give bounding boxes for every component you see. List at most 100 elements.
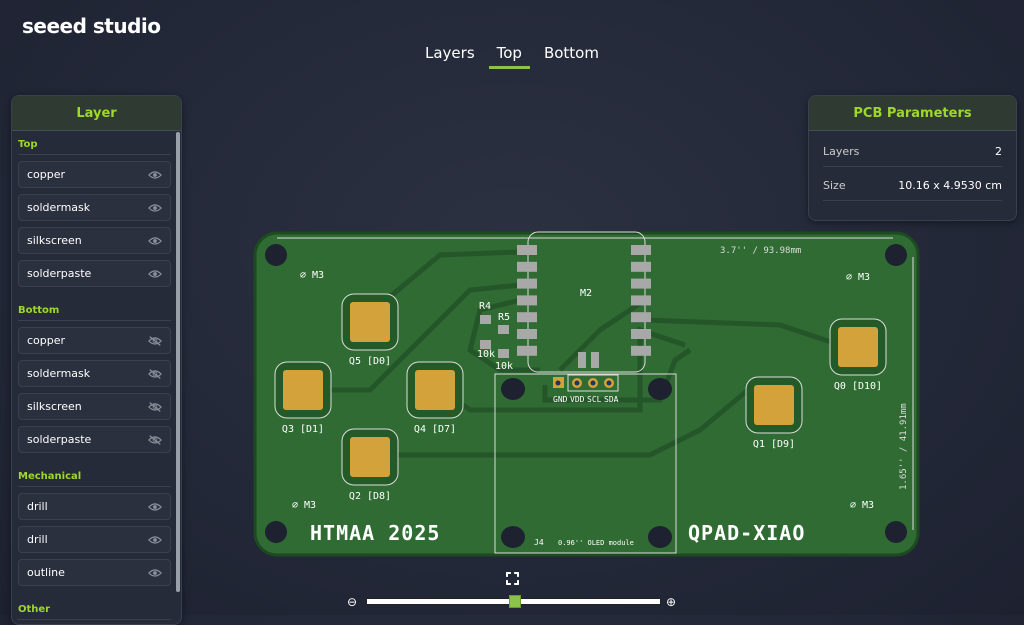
eye-icon[interactable] bbox=[148, 170, 162, 180]
pin-label: SCL bbox=[587, 395, 602, 404]
switch-pad bbox=[283, 370, 323, 410]
layer-item-label: silkscreen bbox=[27, 400, 82, 413]
layer-item-silkscreen[interactable]: silkscreen bbox=[18, 227, 171, 254]
layer-item-copper[interactable]: copper bbox=[18, 327, 171, 354]
layer-scrollbar[interactable] bbox=[176, 132, 180, 592]
switch-label: Q1 [D9] bbox=[753, 439, 795, 450]
module-pad bbox=[631, 295, 651, 306]
module-pad bbox=[517, 278, 537, 289]
param-value: 2 bbox=[995, 145, 1002, 158]
height-dimension: 1.65'' / 41.91mm bbox=[899, 403, 909, 490]
eye-off-icon[interactable] bbox=[148, 335, 162, 346]
pcb-view[interactable]: ⌀ M3 ⌀ M3 ⌀ M3 ⌀ M3 3.7'' / 93.98mm 1.65… bbox=[250, 228, 925, 563]
layer-item-solderpaste[interactable]: solderpaste bbox=[18, 426, 171, 453]
eye-icon[interactable] bbox=[148, 568, 162, 578]
switch-label: Q2 [D8] bbox=[349, 491, 391, 502]
module-pad bbox=[631, 278, 651, 289]
resistor-value: 10k bbox=[477, 349, 495, 360]
resistor-ref: R4 bbox=[479, 301, 491, 312]
board-title-left: HTMAA 2025 bbox=[310, 521, 440, 545]
pin-label: VDD bbox=[570, 395, 585, 404]
layer-item-label: solderpaste bbox=[27, 267, 92, 280]
switch-label: Q4 [D7] bbox=[414, 424, 456, 435]
layer-item-soldermask[interactable]: soldermask bbox=[18, 360, 171, 387]
brand-logo: seeed studio bbox=[22, 14, 161, 38]
resistors: R4 R5 10k 10k bbox=[477, 301, 513, 372]
key-switch: Q3 [D1] bbox=[274, 361, 332, 435]
oled-outline bbox=[494, 373, 677, 554]
key-switch: Q1 [D9] bbox=[745, 376, 803, 450]
module-ref: M2 bbox=[580, 288, 592, 299]
pcb-parameters-title: PCB Parameters bbox=[809, 96, 1016, 131]
layer-item-drill[interactable]: drill bbox=[18, 526, 171, 553]
layer-list: Top copper soldermask silkscreen solderpaste… bbox=[12, 131, 181, 621]
key-switch: Q2 [D8] bbox=[341, 428, 399, 502]
layer-item-label: soldermask bbox=[27, 201, 91, 214]
layer-item-solderpaste[interactable]: solderpaste bbox=[18, 260, 171, 287]
switch-label: Q0 [D10] bbox=[834, 381, 882, 392]
layer-item-label: copper bbox=[27, 334, 66, 347]
fit-view-icon[interactable] bbox=[506, 572, 519, 585]
switch-label: Q5 [D0] bbox=[349, 356, 391, 367]
tab-top[interactable]: Top bbox=[488, 44, 530, 69]
zoom-slider-thumb[interactable] bbox=[508, 595, 521, 608]
module-pad bbox=[631, 312, 651, 323]
oled-ref: J4 bbox=[534, 538, 544, 547]
zoom-slider[interactable] bbox=[366, 595, 661, 608]
layer-item-copper[interactable]: copper bbox=[18, 161, 171, 188]
eye-off-icon[interactable] bbox=[148, 434, 162, 445]
mount-holes bbox=[265, 244, 907, 548]
eye-icon[interactable] bbox=[148, 269, 162, 279]
layer-item-label: outline bbox=[27, 566, 65, 579]
module-pad bbox=[517, 312, 537, 323]
zoom-in-icon[interactable]: ⊕ bbox=[666, 595, 677, 609]
module-pad bbox=[517, 245, 537, 255]
module-pad bbox=[517, 345, 537, 356]
layer-item-silkscreen[interactable]: silkscreen bbox=[18, 393, 171, 420]
key-switch: Q4 [D7] bbox=[406, 361, 464, 435]
eye-icon[interactable] bbox=[148, 236, 162, 246]
layer-section-bottom: Bottom bbox=[18, 305, 171, 321]
eye-icon[interactable] bbox=[148, 535, 162, 545]
eye-icon[interactable] bbox=[148, 502, 162, 512]
layer-panel-title: Layer bbox=[12, 96, 181, 131]
switch-pad bbox=[838, 327, 878, 367]
xiao-module: M2 bbox=[517, 231, 651, 373]
pin-label: GND bbox=[553, 395, 568, 404]
hole-label: ⌀ M3 bbox=[300, 270, 324, 281]
tab-layers[interactable]: Layers bbox=[425, 44, 475, 62]
module-pad bbox=[517, 329, 537, 339]
tab-bottom[interactable]: Bottom bbox=[543, 44, 599, 62]
layer-section-top: Top bbox=[18, 139, 171, 155]
layer-item-drill[interactable]: drill bbox=[18, 493, 171, 520]
key-switch: Q0 [D10] bbox=[829, 318, 887, 392]
module-pad bbox=[631, 329, 651, 339]
param-row-layers: Layers 2 bbox=[823, 133, 1002, 167]
layer-item-soldermask[interactable]: soldermask bbox=[18, 194, 171, 221]
module-pad bbox=[631, 245, 651, 255]
switch-pad bbox=[754, 385, 794, 425]
board-title-right: QPAD-XIAO bbox=[688, 521, 805, 545]
zoom-out-icon[interactable]: ⊖ bbox=[347, 595, 358, 609]
hole-label: ⌀ M3 bbox=[292, 500, 316, 511]
layer-item-label: silkscreen bbox=[27, 234, 82, 247]
module-pad bbox=[631, 345, 651, 356]
key-switch: Q5 [D0] bbox=[341, 293, 399, 367]
eye-icon[interactable] bbox=[148, 203, 162, 213]
param-key: Layers bbox=[823, 145, 860, 158]
resistor-ref: R5 bbox=[498, 312, 510, 323]
oled-label: 0.96'' OLED module bbox=[558, 539, 634, 547]
resistor-value: 10k bbox=[495, 361, 513, 372]
eye-off-icon[interactable] bbox=[148, 368, 162, 379]
layer-item-label: solderpaste bbox=[27, 433, 92, 446]
view-tabs: Layers Top Bottom bbox=[0, 44, 1024, 69]
eye-off-icon[interactable] bbox=[148, 401, 162, 412]
param-value: 10.16 x 4.9530 cm bbox=[898, 179, 1002, 192]
layer-item-label: soldermask bbox=[27, 367, 91, 380]
layer-item-outline[interactable]: outline bbox=[18, 559, 171, 586]
oled-header: GND VDD SCL SDA bbox=[553, 374, 619, 404]
layer-item-label: drill bbox=[27, 500, 48, 513]
hole-label: ⌀ M3 bbox=[846, 272, 870, 283]
layer-panel: Layer Top copper soldermask silkscreen solde… bbox=[11, 95, 182, 625]
layer-item-label: drill bbox=[27, 533, 48, 546]
